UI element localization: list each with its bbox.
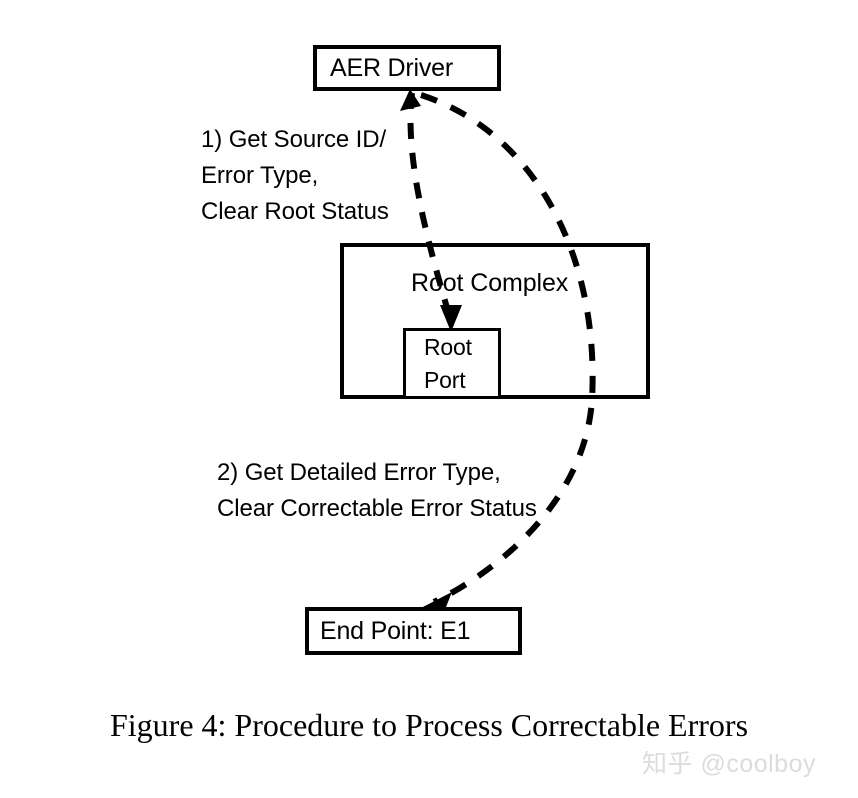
annotation-step-1: 1) Get Source ID/ Error Type, Clear Root…	[201, 122, 389, 230]
end-point-label: End Point: E1	[320, 616, 471, 645]
annotation-step-2-line-2: Clear Correctable Error Status	[217, 495, 537, 522]
node-end-point: End Point: E1	[305, 607, 522, 655]
edge-aer-driver-to-end-point	[420, 92, 596, 605]
root-port-label-line2: Port	[424, 366, 466, 393]
annotation-step-2-line-1: 2) Get Detailed Error Type,	[217, 459, 501, 486]
annotation-step-1-line-3: Clear Root Status	[201, 198, 389, 225]
root-complex-label: Root Complex	[411, 269, 569, 297]
root-port-label-line1: Root	[424, 333, 472, 360]
aer-driver-label: AER Driver	[330, 53, 454, 82]
arrowhead-root-port	[440, 305, 462, 332]
annotation-step-1-line-2: Error Type,	[201, 162, 319, 189]
arrowhead-aer-driver	[400, 89, 421, 111]
annotation-step-1-line-1: 1) Get Source ID/	[201, 126, 387, 153]
watermark: 知乎 @coolboy	[642, 750, 816, 778]
figure-caption: Figure 4: Procedure to Process Correctab…	[109, 707, 749, 743]
node-root-port: Root Port	[403, 328, 501, 399]
annotation-step-2: 2) Get Detailed Error Type, Clear Correc…	[217, 455, 537, 527]
node-aer-driver: AER Driver	[313, 45, 501, 91]
